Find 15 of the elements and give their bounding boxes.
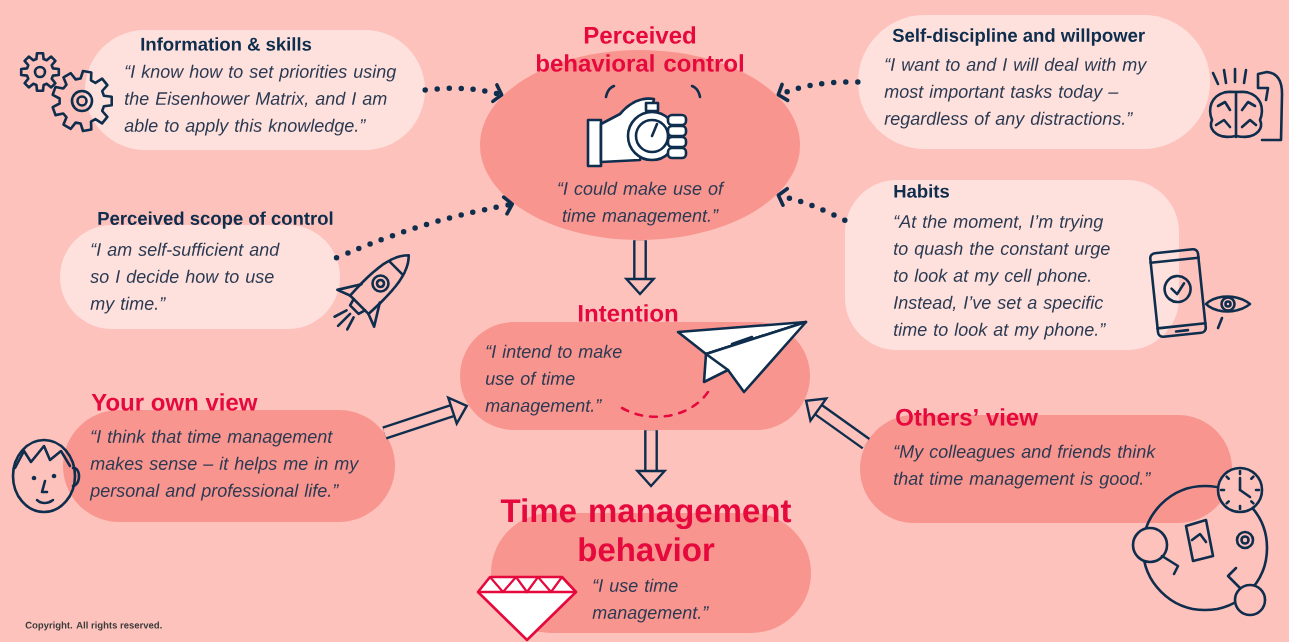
dotted-arrow [422, 83, 504, 104]
dotted-arrow [333, 195, 514, 261]
copyright-note: Copyright. All rights reserved. [25, 621, 162, 631]
heading: Perceived behavioral control [536, 26, 743, 72]
heading: Information & skills [141, 37, 312, 51]
dotted-arrow [776, 186, 848, 223]
heading: Self-discipline and willpower [892, 28, 1145, 46]
dotted-arrow [776, 79, 861, 103]
heading: Time management behavior [500, 498, 792, 562]
heading: Intention [578, 304, 678, 322]
heading: Others’ view [896, 408, 1038, 426]
heading: Habits [894, 184, 949, 198]
bubble: “I think that time management makes sense – it helps me in my personal and professional life.” [63, 410, 395, 522]
heading: Your own view [91, 393, 258, 411]
hollow-arrow [804, 397, 871, 450]
